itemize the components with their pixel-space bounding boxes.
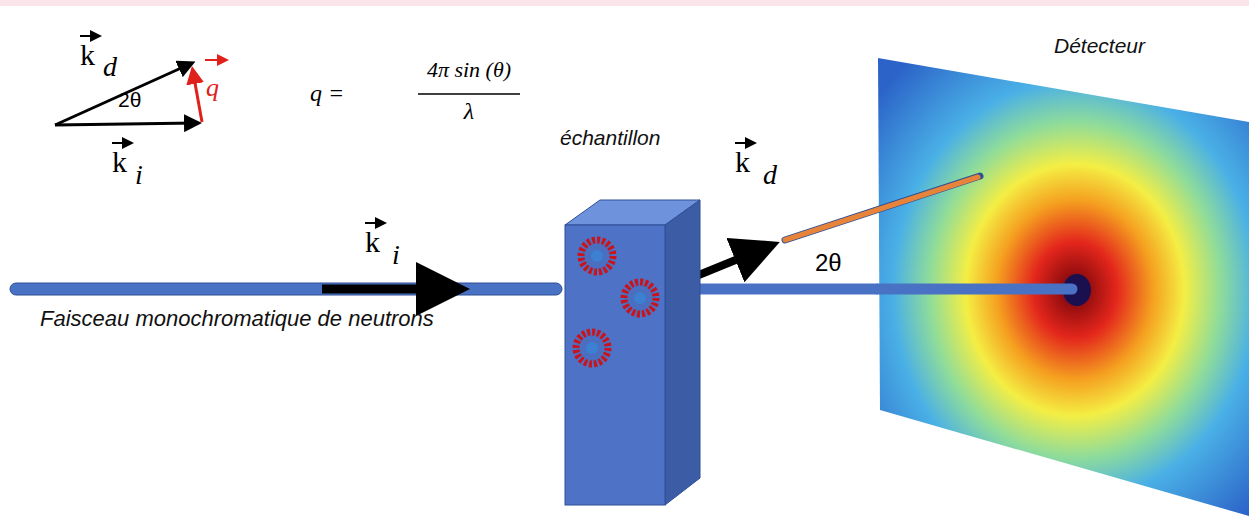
q-vector <box>193 72 202 122</box>
vector-arrow <box>112 142 132 144</box>
detector-node: Détecteur <box>878 34 1249 516</box>
vector-letter: q <box>206 74 219 103</box>
formula-part: 4π sin (θ) <box>427 58 511 82</box>
vector-arrow <box>205 59 225 61</box>
angle-label: 2θ <box>815 250 842 276</box>
kd-vector <box>55 64 190 125</box>
vector-letter: k <box>112 145 127 178</box>
transmitted-beam <box>698 284 878 295</box>
sample-node: échantillon <box>556 126 706 510</box>
ki-arrow <box>322 285 452 294</box>
detector-label: Détecteur <box>1054 34 1145 58</box>
fraction-bar <box>418 93 520 95</box>
subscript: d <box>763 160 777 191</box>
vector-letter: k <box>365 225 380 258</box>
subscript: i <box>392 240 400 271</box>
sample-label: échantillon <box>560 126 660 150</box>
vector-arrow <box>365 222 385 224</box>
scattered-beam <box>785 177 978 240</box>
beam-caption: Faisceau monochromatique de neutrons <box>40 302 440 335</box>
ki-vector <box>55 123 196 125</box>
sample-box <box>556 126 706 510</box>
vector-letter: k <box>80 38 95 71</box>
transmitted-beam <box>878 284 1072 295</box>
formula-part: q = <box>310 80 344 106</box>
incident-beam <box>10 283 562 295</box>
detector-panel <box>878 58 1249 516</box>
subscript: i <box>135 160 143 191</box>
subscript: d <box>103 52 117 83</box>
top-band <box>0 0 1249 6</box>
vector-letter: k <box>735 145 750 178</box>
angle-label: 2θ <box>118 88 141 111</box>
scattered-beam-outline <box>785 176 980 240</box>
vector-arrow <box>80 35 100 37</box>
vector-arrow <box>735 142 755 144</box>
formula-part: λ <box>464 98 474 124</box>
